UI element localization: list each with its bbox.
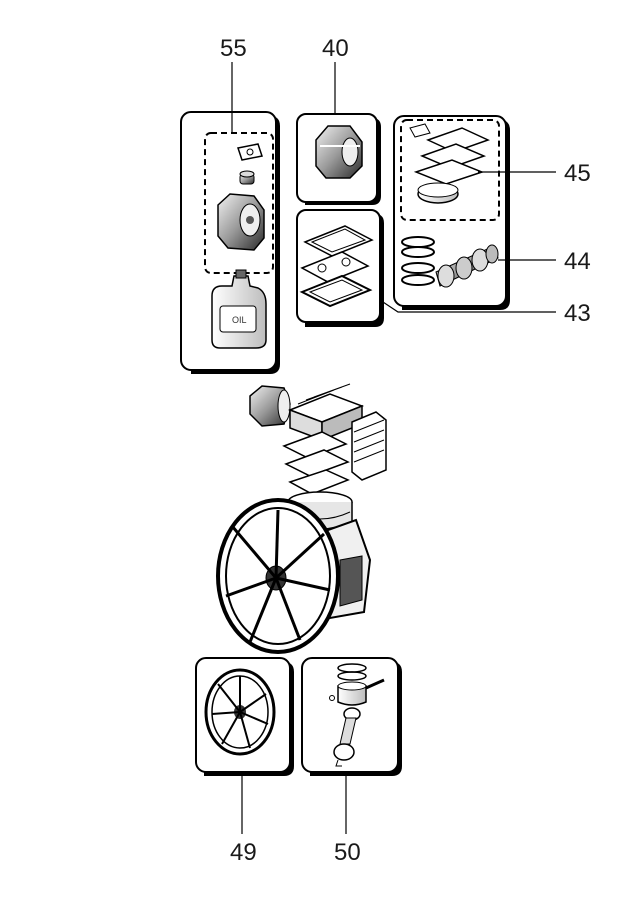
assembly-valve-plate xyxy=(284,449,350,477)
filter-housing-icon xyxy=(315,125,363,179)
air-filter-housing-icon xyxy=(217,193,265,251)
panel-piston-rod xyxy=(301,657,402,776)
callout-50: 50 xyxy=(334,839,361,866)
oil-bottle-icon: OIL xyxy=(211,269,267,349)
panel-valve-plate xyxy=(393,115,510,310)
callout-45: 45 xyxy=(564,160,591,187)
connecting-rod-icon xyxy=(333,707,361,767)
leader-43 xyxy=(379,299,556,313)
assembly-gasket-bottom xyxy=(288,469,350,495)
assembly-gasket-top xyxy=(282,431,348,459)
filter-gasket-icon xyxy=(237,143,263,161)
leader-lines xyxy=(231,62,556,834)
valve-assembly-icon xyxy=(435,244,499,288)
panel-gasket-set xyxy=(296,209,384,327)
cylinder-head-icon xyxy=(287,383,365,442)
gasket-stack-icon xyxy=(299,225,374,308)
callout-49: 49 xyxy=(230,839,257,866)
callout-44: 44 xyxy=(564,248,591,275)
assembly-air-filter-icon xyxy=(249,385,291,427)
callout-43: 43 xyxy=(564,300,591,327)
piston-rings-icon xyxy=(401,236,435,286)
callout-40: 40 xyxy=(322,35,349,62)
compressor-assembly xyxy=(216,383,387,654)
panel-air-filter-kit: OIL xyxy=(180,111,280,374)
callout-55: 55 xyxy=(220,35,247,62)
wing-nut-icon xyxy=(239,170,255,185)
oil-label: OIL xyxy=(232,315,247,325)
panel-flywheel xyxy=(195,657,294,776)
cooling-fins-icon xyxy=(351,411,387,481)
piston-icon xyxy=(329,663,385,706)
flywheel-icon xyxy=(216,498,340,654)
panel-filter-housing xyxy=(296,113,381,205)
flywheel-part-icon xyxy=(204,668,276,756)
valve-plate-stack-icon xyxy=(409,123,490,204)
